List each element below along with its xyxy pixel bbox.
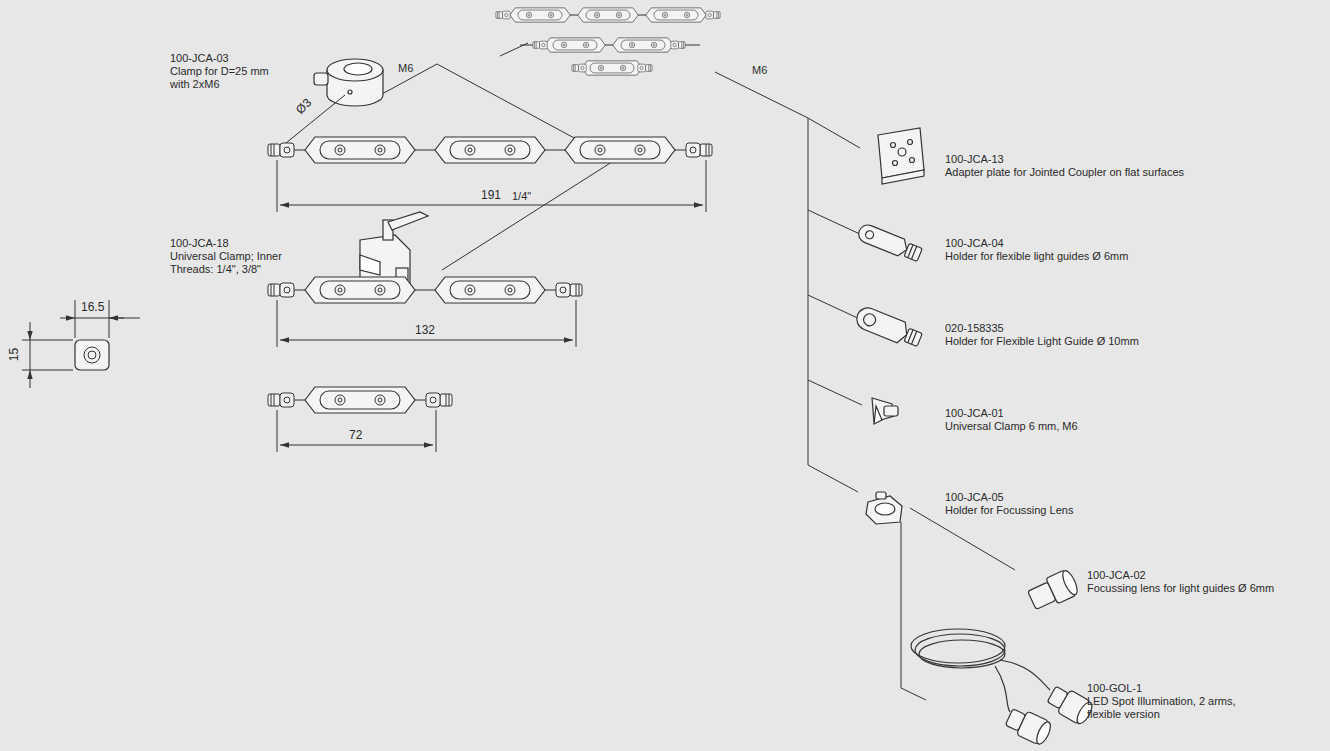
part-description: Holder for Focussing Lens — [945, 504, 1073, 517]
part-number: 100-JCA-18 — [170, 237, 229, 250]
part-description: Clamp for D=25 mm with 2xM6 — [170, 65, 275, 91]
part-number: 100-JCA-02 — [1087, 569, 1146, 582]
dimension-label: 191 — [481, 189, 501, 202]
dimension-label: Ø3 — [294, 96, 315, 117]
dimension-label: 72 — [349, 429, 362, 442]
part-description: Universal Clamp; Inner Threads: 1/4", 3/… — [170, 250, 295, 276]
thread-label: 1/4" — [512, 190, 531, 203]
part-number: 100-JCA-13 — [945, 153, 1004, 166]
part-description: Holder for Flexible Light Guide Ø 10mm — [945, 335, 1139, 348]
dimension-label: 15 — [8, 348, 21, 361]
thread-label: M6 — [752, 64, 767, 77]
part-number: 100-JCA-01 — [945, 407, 1004, 420]
part-number: 100-GOL-1 — [1087, 682, 1142, 695]
part-number: 020-158335 — [945, 322, 1004, 335]
dimension-label: 16.5 — [81, 301, 104, 314]
part-number: 100-JCA-03 — [170, 52, 229, 65]
part-description: Holder for flexible light guides Ø 6mm — [945, 250, 1128, 263]
part-description: Focussing lens for light guides Ø 6mm — [1087, 582, 1274, 595]
part-description: Universal Clamp 6 mm, M6 — [945, 420, 1078, 433]
thread-label: M6 — [398, 62, 413, 75]
part-description: Adapter plate for Jointed Coupler on fla… — [945, 166, 1184, 179]
dimension-label: 132 — [415, 324, 435, 337]
part-description: LED Spot Illumination, 2 arms, flexible … — [1087, 695, 1252, 721]
part-number: 100-JCA-04 — [945, 237, 1004, 250]
part-number: 100-JCA-05 — [945, 491, 1004, 504]
